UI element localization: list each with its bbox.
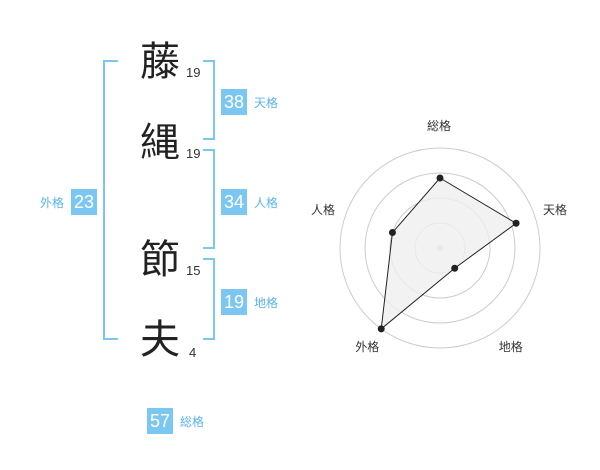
radar-axis-label-3: 地格 [498,339,523,354]
name-char-4: 夫 [140,317,180,363]
gaikaku-score: 23 [71,189,97,215]
stroke-count-4: 4 [189,345,197,360]
chikaku-score: 19 [221,289,247,315]
radar-axis-label-4: 外格 [355,339,380,354]
stroke-count-2: 19 [186,146,201,161]
radar-ring [339,147,541,349]
jinkaku-score: 34 [221,189,247,215]
radar-axis-label-1: 総格 [427,119,452,133]
radar-axis-label-2: 天格 [543,203,568,218]
jinkaku-label: 人格 [254,196,279,210]
radar-point-5 [388,229,396,237]
radar-ring [364,172,516,324]
radar-point-1 [436,174,444,182]
radar-area [380,177,517,331]
gaikaku-bracket [103,60,118,340]
chikaku-label: 地格 [254,296,279,310]
jinkaku-bracket [203,149,215,249]
name-char-1: 藤 [140,39,180,85]
name-char-3: 節 [140,237,180,283]
radar-point-4 [377,325,385,333]
tenkaku-bracket [203,60,215,140]
radar-axis-label-5: 人格 [310,203,335,218]
radar-point-2 [512,219,520,227]
name-char-2: 縄 [140,120,180,166]
stroke-count-3: 15 [186,263,201,278]
stroke-count-1: 19 [186,65,201,80]
radar-point-3 [451,264,459,272]
soukaku-label: 総格 [180,415,205,429]
tenkaku-score: 38 [221,89,247,115]
tenkaku-label: 天格 [254,96,279,110]
gaikaku-label: 外格 [40,196,65,210]
soukaku-score: 57 [147,408,173,434]
chikaku-bracket [203,258,215,340]
